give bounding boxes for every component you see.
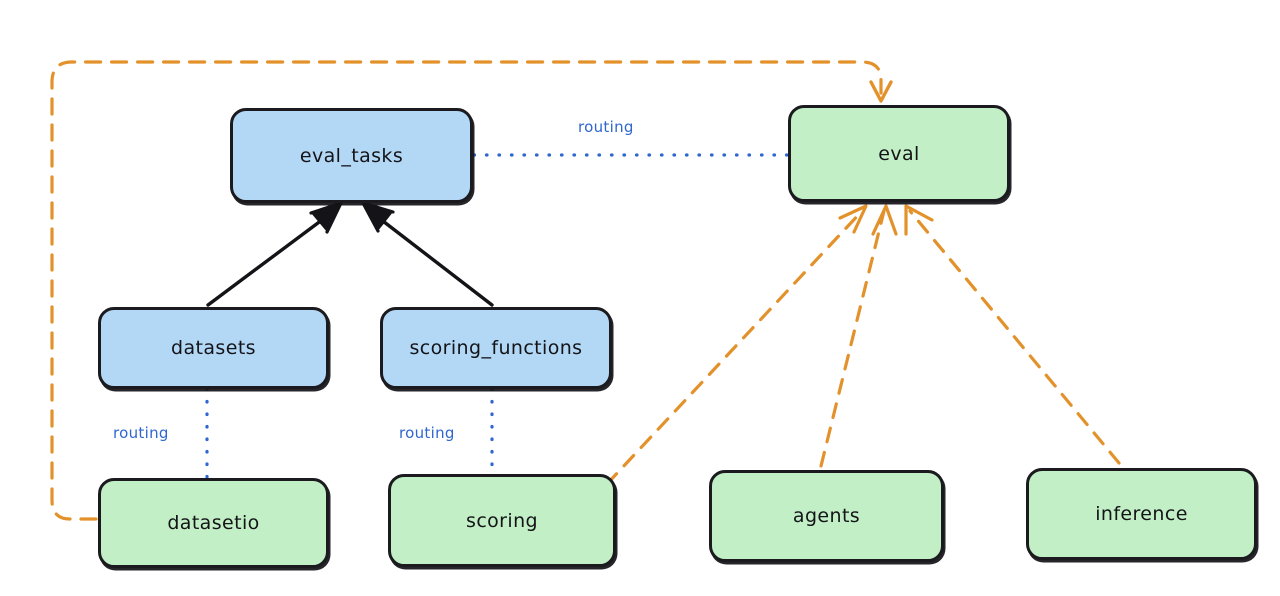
node-datasetio[interactable]: datasetio — [98, 478, 329, 568]
edge-inference-eval — [908, 209, 1121, 465]
node-inference-label: inference — [1095, 503, 1188, 525]
node-eval-label: eval — [878, 142, 920, 165]
arrowhead-scoring-functions-eval-tasks — [361, 201, 395, 233]
arrowhead-datasets-eval-tasks — [309, 201, 343, 234]
edge-label-routing-eval-tasks: routing — [578, 118, 634, 136]
node-eval-tasks-label: eval_tasks — [299, 144, 404, 167]
node-agents-label: agents — [792, 505, 861, 527]
node-eval-tasks[interactable]: eval_tasks — [230, 108, 473, 203]
edge-label-routing-datasets: routing — [113, 424, 169, 442]
arrowhead-datasetio-eval — [869, 80, 893, 103]
node-inference[interactable]: inference — [1026, 468, 1257, 560]
edge-datasetio-eval — [50, 60, 883, 521]
node-scoring[interactable]: scoring — [388, 474, 616, 567]
node-scoring-functions-label: scoring_functions — [409, 337, 583, 359]
node-scoring-label: scoring — [466, 509, 538, 532]
edge-agents-eval — [819, 209, 886, 468]
node-datasets[interactable]: datasets — [98, 307, 329, 389]
node-eval[interactable]: eval — [788, 105, 1010, 202]
arrowhead-agents-eval — [871, 204, 898, 236]
edge-datasets-eval-tasks — [206, 206, 340, 307]
edge-scoring-functions-eval-tasks — [364, 206, 494, 307]
node-scoring-functions[interactable]: scoring_functions — [380, 307, 612, 389]
arrowhead-scoring-eval — [838, 204, 868, 234]
node-datasetio-label: datasetio — [167, 512, 260, 534]
node-datasets-label: datasets — [171, 337, 256, 359]
edge-label-routing-scoring-functions: routing — [399, 424, 455, 442]
edge-scoring-eval — [605, 209, 864, 486]
node-agents[interactable]: agents — [709, 470, 944, 562]
arrowhead-inference-eval — [904, 204, 934, 236]
